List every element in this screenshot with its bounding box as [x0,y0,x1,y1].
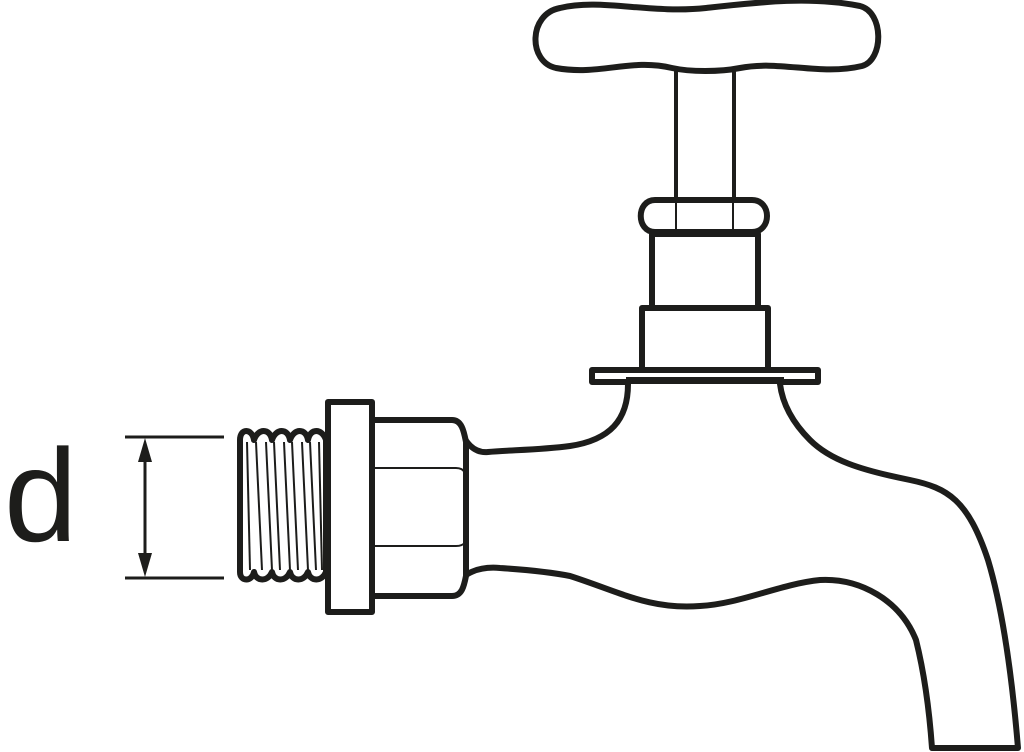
hex-nut [369,417,469,599]
t-handle [532,0,882,74]
gland-nut [637,197,770,235]
arrow-up-icon [138,438,152,462]
flange [589,367,821,385]
dimension-label: d [4,422,78,569]
bonnet-lower [639,305,771,375]
bonnet-upper [649,231,761,311]
arrow-down-icon [138,553,152,577]
body-spout [453,381,1021,751]
thread [237,428,329,583]
spindle [674,70,736,200]
collar [325,399,375,615]
dimension-d [125,435,224,580]
